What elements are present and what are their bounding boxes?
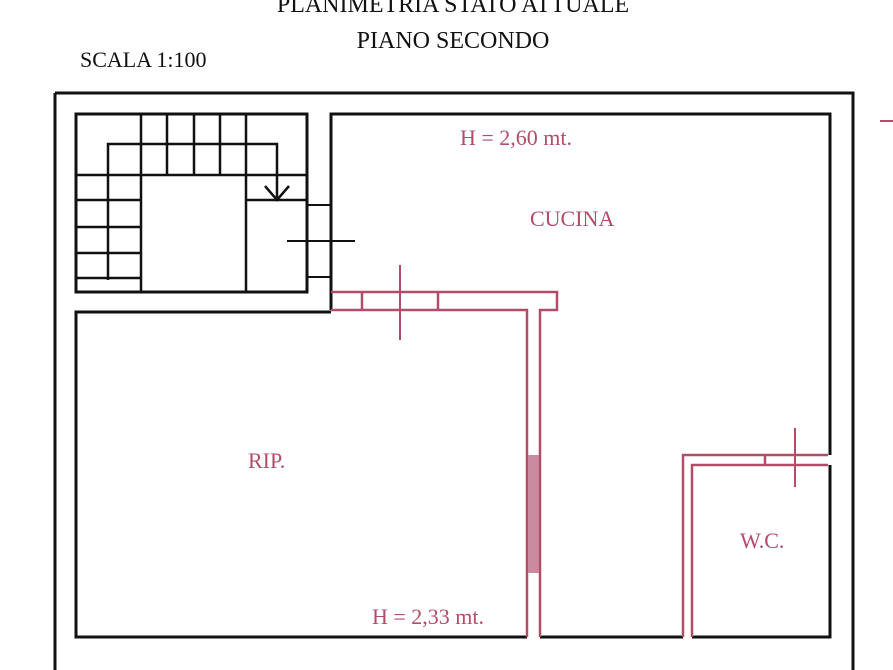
staircase	[76, 114, 355, 292]
stair-direction-line	[106, 142, 279, 280]
kitchen-partition	[331, 290, 559, 637]
new-walls	[331, 120, 893, 637]
kitchen-height: H = 2,60 mt.	[460, 125, 573, 150]
stair-arrow-icon	[264, 185, 290, 202]
existing-walls	[53, 91, 855, 670]
storage-height: H = 2,33 mt.	[372, 604, 485, 629]
plan-title: PLANIMETRIA STATO ATTUALE	[276, 0, 630, 18]
storage-window	[528, 455, 539, 573]
floor-name: PIANO SECONDO	[356, 28, 550, 54]
storage-label: RIP.	[248, 448, 286, 473]
outer-frame	[53, 91, 855, 670]
wc-partition	[681, 453, 828, 637]
stair-block	[74, 112, 309, 294]
stair-door	[287, 204, 355, 278]
kitchen-walls	[329, 112, 832, 639]
kitchen-label: CUCINA	[530, 206, 615, 231]
wc-label: W.C.	[740, 528, 785, 553]
scale-label: SCALA 1:100	[80, 47, 207, 72]
storage-walls	[74, 310, 527, 639]
